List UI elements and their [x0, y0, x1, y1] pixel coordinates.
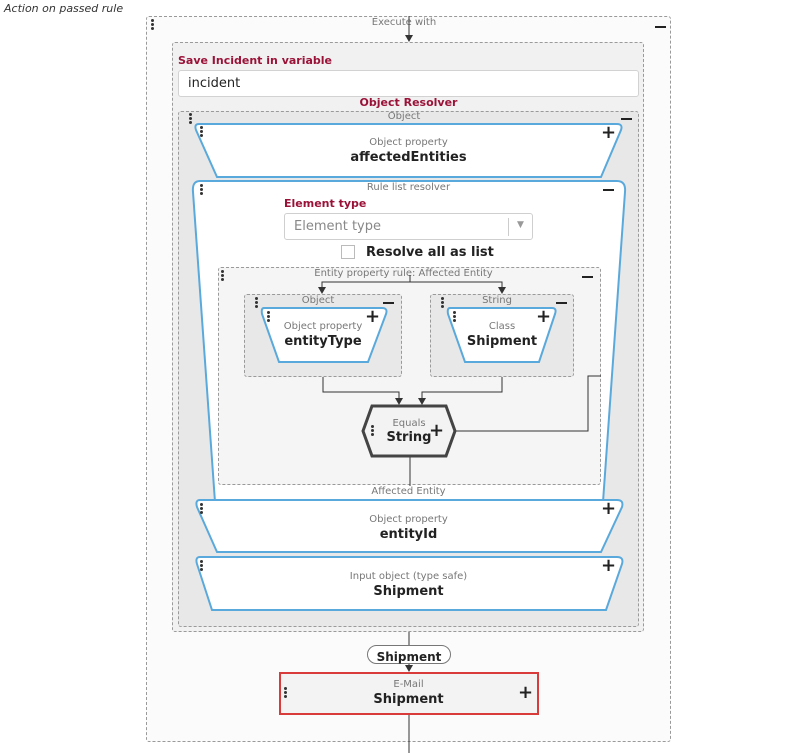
entity-type-add-icon[interactable]: + — [365, 306, 381, 327]
email-action-block[interactable] — [279, 672, 539, 715]
right-string-collapse-icon[interactable] — [556, 302, 567, 304]
input-object-name: Shipment — [373, 584, 444, 599]
entity-rule-label: Entity property rule: Affected Entity — [314, 268, 493, 279]
left-object-collapse-icon[interactable] — [383, 302, 394, 304]
entity-type-property-label: Object property — [283, 321, 363, 332]
equals-drag-handle[interactable] — [371, 425, 375, 437]
right-string-slot-label: String — [482, 295, 512, 306]
equals-shape — [361, 404, 457, 458]
element-type-placeholder: Element type — [294, 219, 381, 234]
affected-entity-label: Affected Entity — [371, 486, 446, 497]
resolve-all-label: Resolve all as list — [366, 245, 494, 260]
input-object-type: Input object (type safe) — [349, 571, 468, 582]
equals-add-icon[interactable]: + — [429, 420, 445, 441]
incident-variable-input[interactable]: incident — [178, 70, 639, 97]
save-incident-label: Save Incident in variable — [178, 54, 333, 67]
email-name: Shipment — [373, 692, 444, 707]
select-divider — [508, 218, 509, 236]
execute-with-label: Execute with — [371, 17, 437, 28]
entity-id-drag-handle[interactable] — [200, 503, 204, 515]
incident-variable-value: incident — [188, 76, 241, 91]
email-type-label: E-Mail — [393, 679, 424, 690]
split-connector — [321, 275, 411, 290]
execute-with-drag-handle[interactable] — [151, 19, 155, 31]
rule-list-resolver-label: Rule list resolver — [366, 182, 451, 193]
entity-type-drag-handle[interactable] — [267, 311, 271, 323]
input-object-drag-handle[interactable] — [200, 560, 204, 572]
input-object-shape — [195, 556, 624, 611]
execute-with-collapse-icon[interactable] — [655, 26, 666, 28]
object-resolver-title: Object Resolver — [359, 96, 458, 109]
left-object-drag-handle[interactable] — [255, 297, 259, 309]
affected-entities-add-icon[interactable]: + — [601, 122, 617, 143]
affected-entities-name: affectedEntities — [350, 150, 467, 165]
class-shipment-shape — [446, 307, 557, 363]
affected-entities-type: Object property — [369, 137, 448, 148]
entity-id-shape — [195, 499, 624, 553]
email-add-icon[interactable]: + — [518, 682, 534, 703]
object-slot-label: Object — [387, 111, 421, 122]
entity-id-add-icon[interactable]: + — [601, 498, 617, 519]
left-object-slot-label: Object — [301, 295, 335, 306]
entity-id-type: Object property — [369, 514, 448, 525]
class-shipment-drag-handle[interactable] — [453, 311, 457, 323]
rule-list-resolver-drag-handle[interactable] — [200, 184, 204, 196]
class-shipment-name: Shipment — [466, 334, 538, 349]
element-type-select[interactable]: Element type ▼ — [284, 213, 533, 240]
entity-rule-drag-handle[interactable] — [221, 270, 225, 282]
shipment-connector-badge: Shipment — [367, 645, 451, 664]
right-string-drag-handle[interactable] — [441, 297, 445, 309]
input-object-add-icon[interactable]: + — [601, 555, 617, 576]
class-label: Class — [488, 321, 516, 332]
rule-list-resolver-collapse-icon[interactable] — [603, 189, 614, 191]
entity-rule-collapse-icon[interactable] — [582, 276, 593, 278]
equals-string-name: String — [386, 430, 432, 445]
class-shipment-add-icon[interactable]: + — [536, 306, 552, 327]
resolve-all-checkbox[interactable] — [341, 245, 355, 259]
shipment-badge-label: Shipment — [376, 650, 442, 664]
entity-type-shape — [260, 307, 388, 363]
entity-id-name: entityId — [379, 527, 438, 542]
object-resolver-drag-handle[interactable] — [189, 113, 193, 125]
element-type-label: Element type — [284, 197, 367, 210]
affected-entities-shape — [194, 123, 623, 178]
split-connector-right — [410, 281, 503, 290]
affected-entities-drag-handle[interactable] — [200, 126, 204, 138]
section-label: Action on passed rule — [4, 2, 124, 15]
chevron-down-icon[interactable]: ▼ — [517, 220, 524, 230]
object-resolver-collapse-icon[interactable] — [621, 118, 632, 120]
equals-type-label: Equals — [392, 418, 426, 429]
entity-type-name: entityType — [284, 334, 362, 349]
email-drag-handle[interactable] — [284, 687, 288, 699]
